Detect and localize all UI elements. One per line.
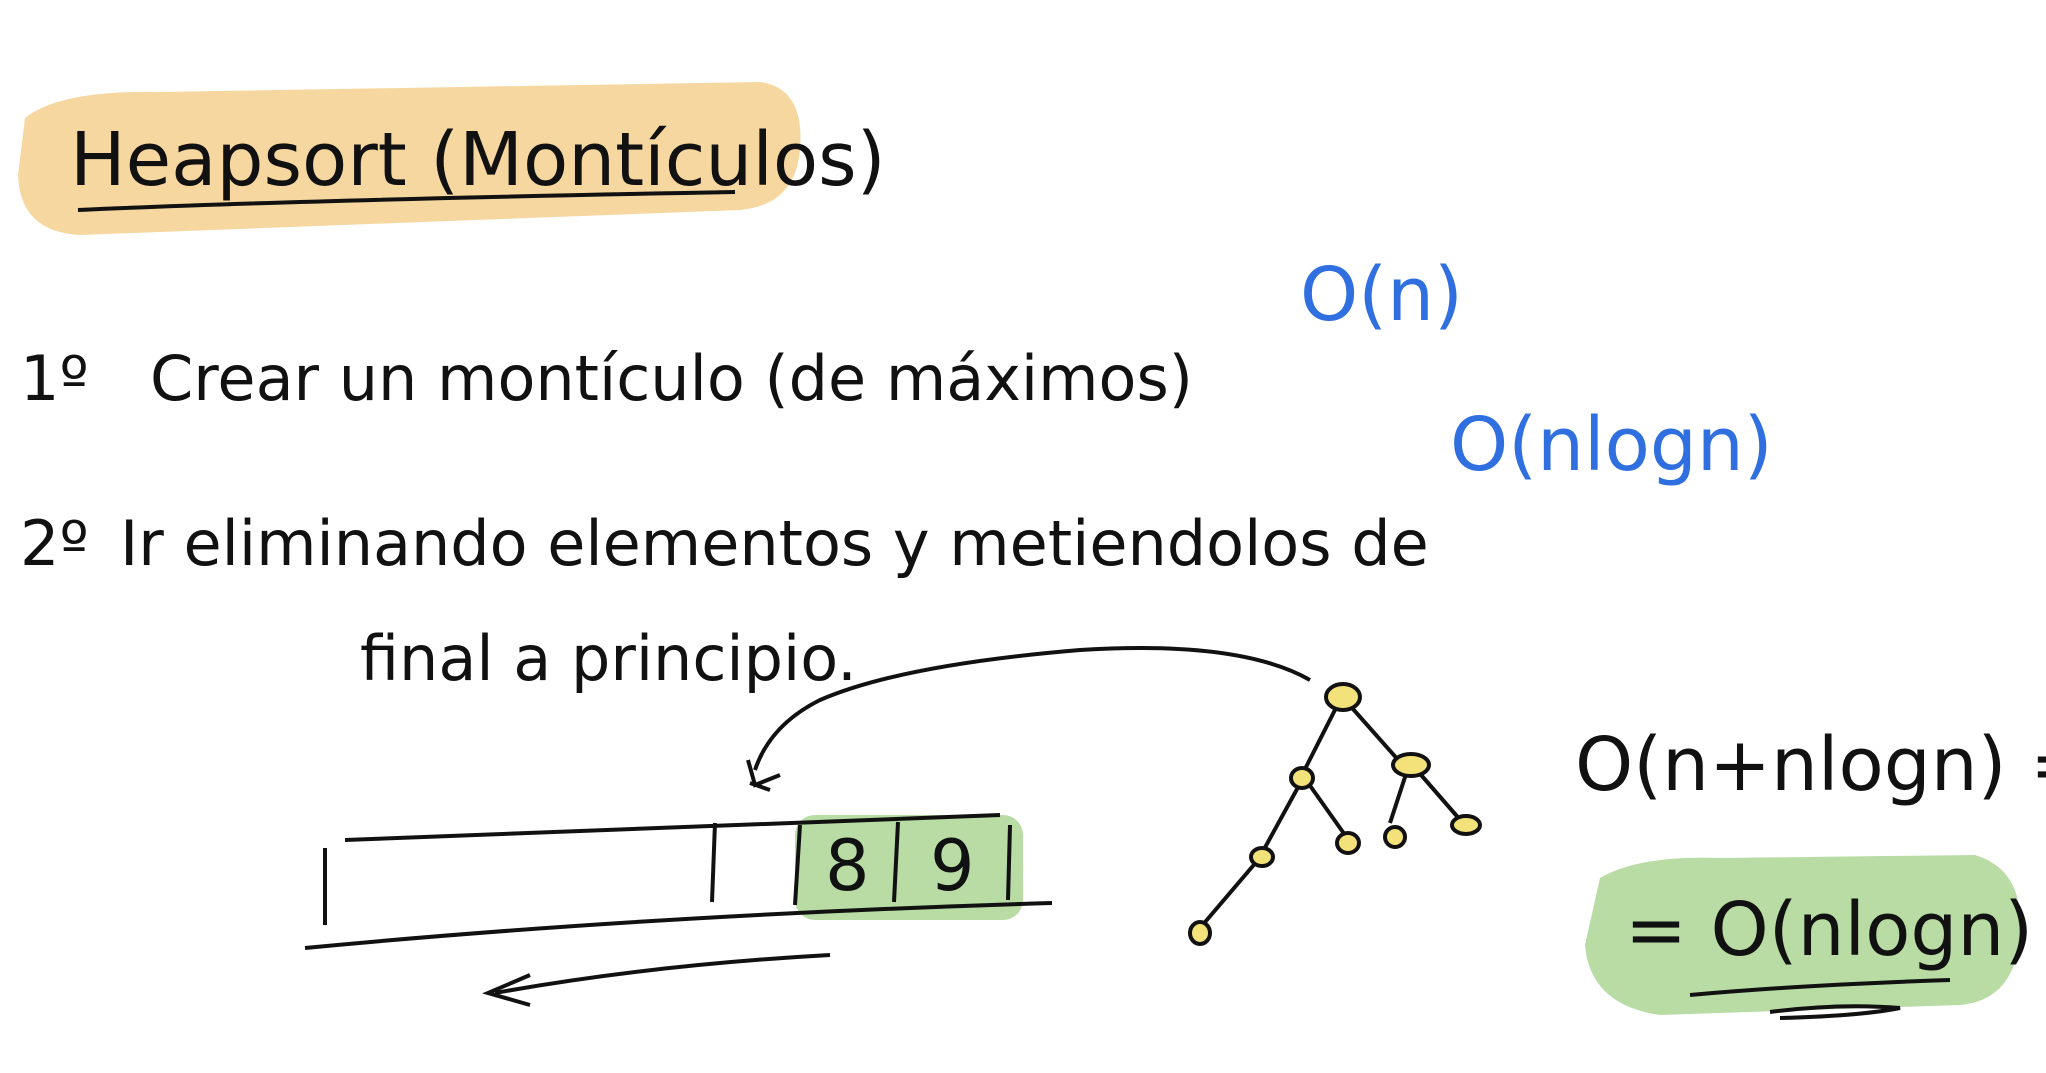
- heap-node: [1391, 752, 1431, 778]
- direction-arrow-head: [482, 973, 531, 1007]
- step2-number: 2º: [20, 507, 89, 580]
- array-divider-2: [793, 824, 802, 906]
- array-divider-1: [710, 822, 717, 903]
- total-result: = O(nlogn): [1625, 887, 2033, 973]
- curved-arrow-head: [746, 759, 781, 792]
- step1-text: Crear un montículo (de máximos): [150, 342, 1193, 415]
- sorted-cells-highlight: [795, 815, 1023, 920]
- curved-arrow: [753, 646, 1311, 771]
- heap-node: [1383, 825, 1407, 849]
- step1-complexity: O(n): [1300, 252, 1463, 338]
- array-bottom-line: [304, 901, 1053, 950]
- title-highlight: [18, 82, 801, 235]
- step2-continuation: final a principio.: [360, 622, 857, 695]
- step2-text: Ir eliminando elementos y metiendolos de: [120, 507, 1429, 580]
- step2-complexity: O(nlogn): [1450, 402, 1773, 488]
- heap-tree: [1198, 698, 1464, 930]
- page-title: Heapsort (Montículos): [70, 117, 886, 203]
- heap-node: [1188, 920, 1212, 946]
- title-underline: [77, 190, 736, 212]
- result-underline: [1689, 978, 1951, 997]
- heap-node: [1249, 846, 1275, 868]
- heap-node: [1289, 766, 1315, 790]
- array-divider-3: [892, 821, 900, 903]
- array-right-edge: [1006, 824, 1012, 901]
- heap-node-root: [1324, 682, 1362, 712]
- heap-nodes: [1188, 682, 1482, 946]
- result-double-underline: [1769, 1004, 1901, 1020]
- total-expression: O(n+nlogn) =: [1575, 722, 2046, 808]
- heap-node: [1450, 814, 1482, 836]
- step1-number: 1º: [20, 342, 89, 415]
- array-cell-8: 8: [825, 825, 870, 907]
- direction-arrow: [494, 953, 831, 995]
- array-cell-9: 9: [930, 825, 975, 907]
- array-top-line: [344, 813, 1001, 842]
- result-highlight: [1585, 855, 2021, 1015]
- heap-node: [1335, 831, 1361, 855]
